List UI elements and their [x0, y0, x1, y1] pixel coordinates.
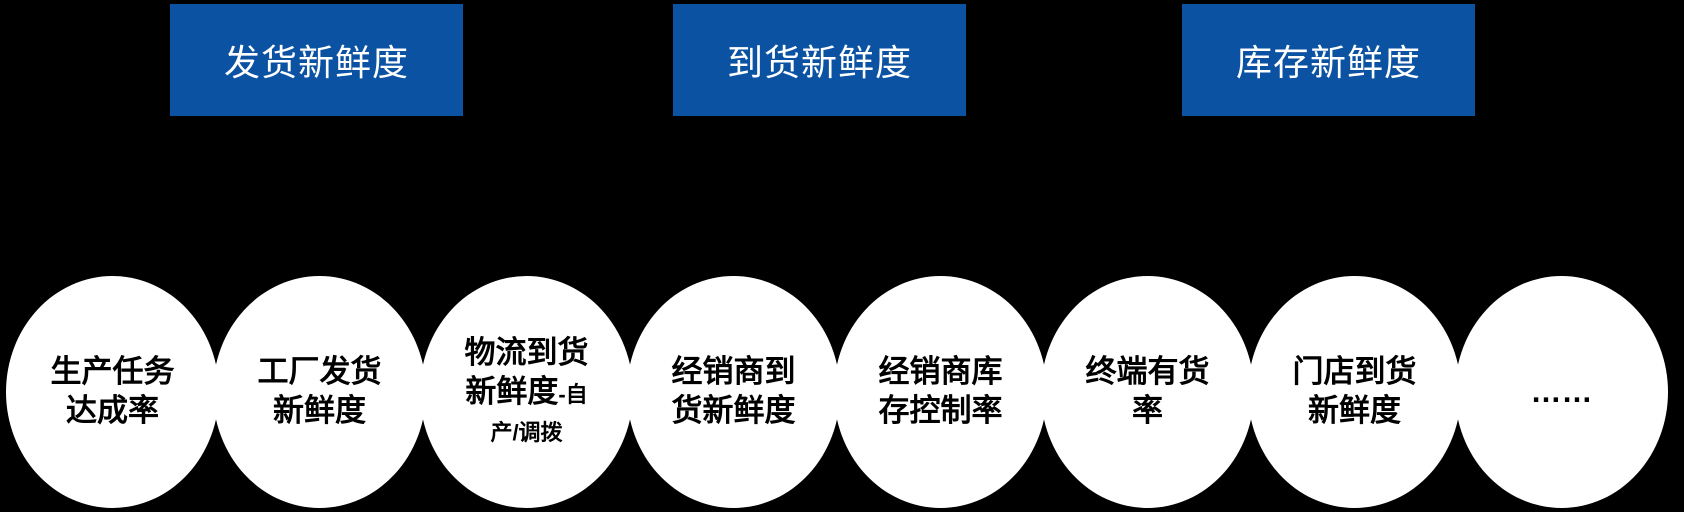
metric-circle: 门店到货新鲜度	[1248, 276, 1461, 508]
metric-circle-main-text: 终端有货率	[1085, 354, 1210, 428]
metric-circle-label: 经销商库存控制率	[876, 353, 1006, 431]
metric-circle-label: 门店到货新鲜度	[1290, 353, 1420, 431]
metric-circle-sub-text: -自产/调拨	[490, 381, 588, 446]
metric-circle: 经销商到货新鲜度	[627, 276, 840, 508]
metric-circle: 工厂发货新鲜度	[213, 276, 426, 508]
metric-circle-main-text: 经销商到货新鲜度	[671, 354, 796, 428]
metric-circle: 终端有货率	[1041, 276, 1254, 508]
metric-circle-label: 生产任务达成率	[48, 353, 178, 431]
stage-header: 库存新鲜度	[1182, 4, 1475, 116]
metric-circle-main-text: 经销商库存控制率	[878, 354, 1003, 428]
metric-circle-main-text: 生产任务达成率	[50, 354, 175, 428]
metric-circle-main-text: 工厂发货新鲜度	[257, 354, 382, 428]
metric-circle-label: 物流到货新鲜度-自产/调拨	[462, 334, 592, 450]
metric-circle-label: 工厂发货新鲜度	[255, 353, 385, 431]
metric-circle-label: 经销商到货新鲜度	[669, 353, 799, 431]
stage-header: 发货新鲜度	[170, 4, 463, 116]
metric-circle: 生产任务达成率	[6, 276, 219, 508]
metric-circle: ……	[1455, 276, 1668, 508]
metric-circle: 经销商库存控制率	[834, 276, 1047, 508]
stage-header-label: 到货新鲜度	[726, 42, 912, 83]
metric-circle-label: 终端有货率	[1083, 353, 1213, 431]
stage-header-label: 库存新鲜度	[1235, 42, 1421, 83]
metric-circle-main-text: 物流到货新鲜度	[464, 334, 589, 409]
metric-circle-main-text: ……	[1530, 373, 1593, 409]
stage-header-label: 发货新鲜度	[223, 42, 409, 83]
metric-circle-label: ……	[1497, 373, 1627, 412]
metric-circle-main-text: 门店到货新鲜度	[1292, 354, 1417, 428]
stage-header: 到货新鲜度	[673, 4, 966, 116]
metric-circle: 物流到货新鲜度-自产/调拨	[420, 276, 633, 508]
